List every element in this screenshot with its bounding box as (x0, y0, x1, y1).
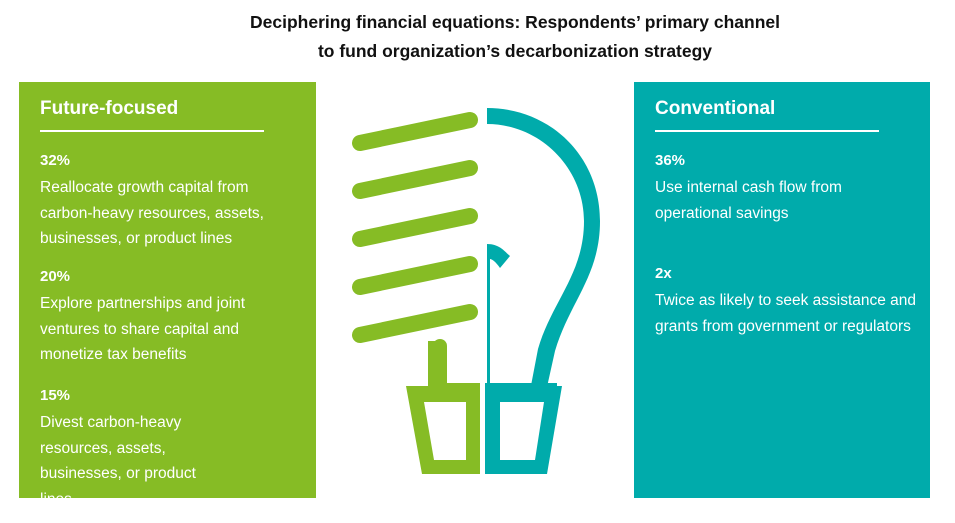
stat-description: Divest carbon-heavy resources, assets, b… (40, 414, 196, 508)
stat-value: 20% (40, 268, 71, 285)
stat-item: 32% Reallocate growth capital from carbo… (40, 151, 302, 252)
stat-value: 15% (40, 387, 71, 404)
stat-value: 32% (40, 152, 71, 169)
lightbulb-right-half (487, 108, 600, 396)
stat-description: Explore partnerships and joint ventures … (40, 295, 246, 363)
stat-item: 2x Twice as likely to seek assistance an… (655, 264, 917, 339)
title-line-2: to fund organization’s decarbonization s… (317, 41, 713, 61)
heading-divider (655, 130, 879, 132)
bulb-bar (352, 304, 478, 343)
stat-description: Twice as likely to seek assistance and g… (655, 292, 917, 335)
stat-item: 15% Divest carbon-heavy resources, asset… (40, 386, 225, 512)
bulb-bar (352, 112, 478, 151)
bulb-bar (352, 208, 478, 247)
bulb-base-right (485, 386, 562, 474)
page-title: Deciphering financial equations: Respond… (0, 8, 955, 66)
stat-item: 36% Use internal cash flow from operatio… (655, 151, 917, 226)
stat-description: Use internal cash flow from operational … (655, 179, 842, 222)
stat-item: 20% Explore partnerships and joint ventu… (40, 267, 302, 368)
heading-divider (40, 130, 264, 132)
future-focused-heading: Future-focused (40, 98, 179, 119)
conventional-panel: Conventional 36% Use internal cash flow … (634, 82, 930, 498)
bulb-bar (352, 160, 478, 199)
bulb-stem-left (428, 341, 480, 398)
conventional-heading: Conventional (655, 98, 776, 119)
stat-description: Reallocate growth capital from carbon-he… (40, 179, 264, 247)
bulb-filament-right (487, 244, 510, 396)
lightbulb-left-half (352, 112, 478, 393)
stat-value: 36% (655, 152, 686, 169)
title-line-1: Deciphering financial equations: Respond… (250, 12, 780, 32)
stat-value: 2x (655, 265, 672, 282)
lightbulb-icon (352, 108, 600, 474)
bulb-bar (352, 256, 478, 295)
bulb-base-left (406, 386, 480, 474)
future-focused-panel: Future-focused 32% Reallocate growth cap… (19, 82, 316, 508)
